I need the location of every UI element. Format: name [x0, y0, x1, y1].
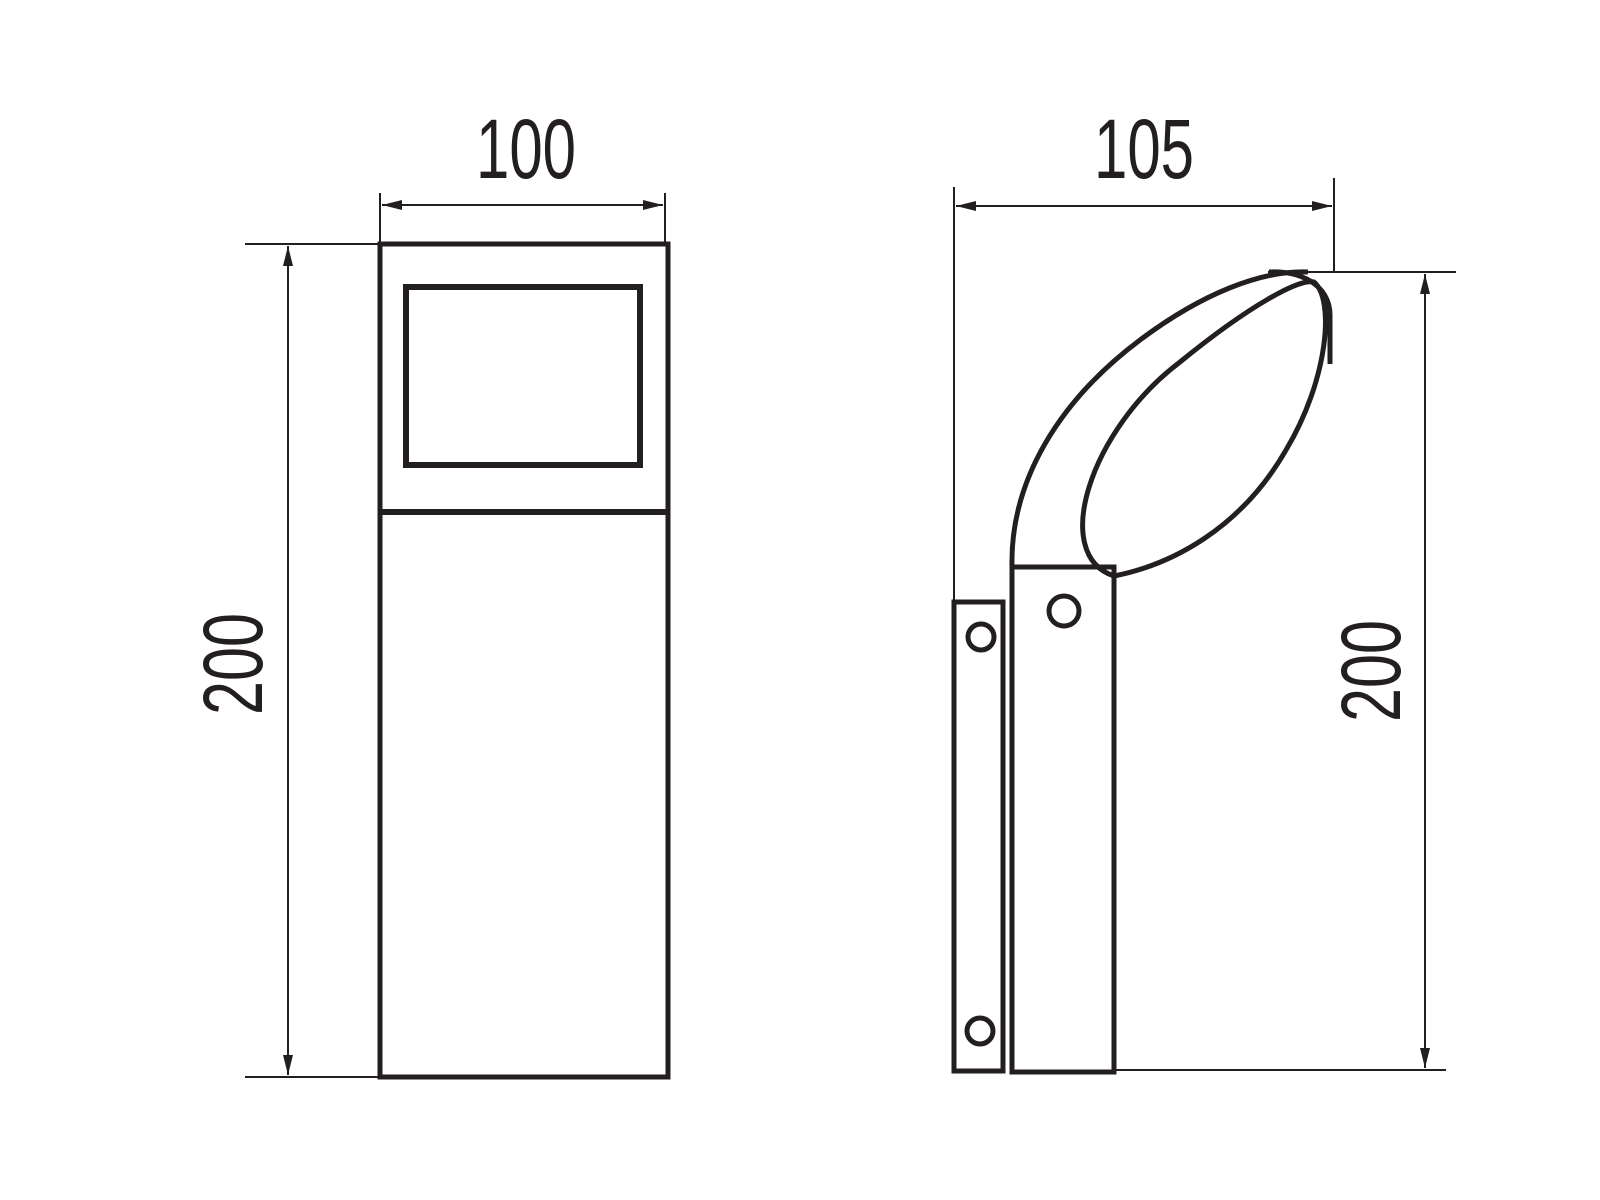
side-height-label: 200 [1324, 620, 1418, 722]
side-lens-outline [1080, 279, 1328, 579]
side-mounting-hole-bottom [964, 1015, 996, 1047]
side-post-body [1009, 564, 1117, 1075]
side-post-screw [1046, 593, 1082, 629]
front-height-label: 200 [186, 613, 280, 715]
side-view: 105 200 [951, 102, 1456, 1075]
side-mounting-hole-top [965, 621, 997, 653]
front-body-outline [377, 241, 671, 1080]
side-mounting-plate [951, 599, 1006, 1074]
front-width-label: 100 [476, 102, 576, 196]
front-view: 100 200 [186, 102, 671, 1080]
side-width-label: 105 [1094, 102, 1194, 196]
side-lamp-head-outer [1009, 269, 1309, 568]
front-light-window [403, 284, 643, 468]
